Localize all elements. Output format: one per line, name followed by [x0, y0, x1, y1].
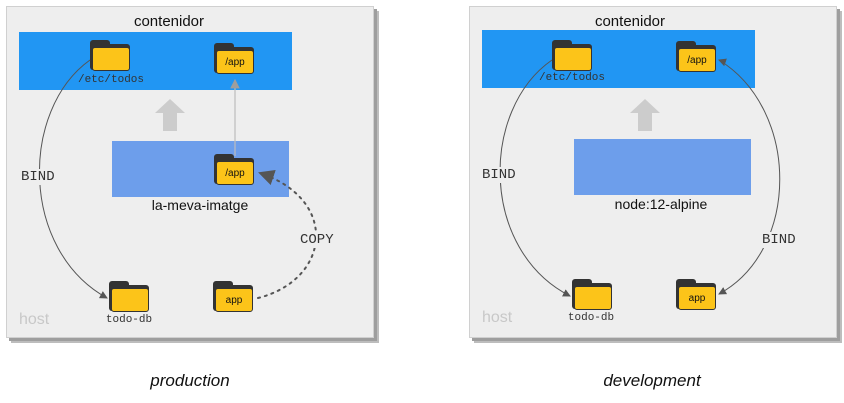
copy-label: COPY — [300, 232, 334, 248]
bind-label-left: BIND — [482, 167, 516, 183]
folder-label-etc-todos: /etc/todos — [77, 74, 144, 86]
caption-production: production — [150, 371, 230, 390]
folder-label-todo-db: todo-db — [105, 314, 153, 326]
folder-label-app: /app — [216, 50, 254, 74]
folder-icon — [109, 281, 151, 313]
folder-label-todo-db: todo-db — [567, 312, 615, 324]
folder-icon: /app — [214, 154, 256, 186]
image-band — [112, 141, 289, 197]
bind-label-right: BIND — [762, 232, 796, 248]
folder-icon: /app — [676, 41, 718, 73]
folder-icon: app — [676, 279, 718, 311]
image-label: node:12-alpine — [614, 196, 708, 212]
up-arrow — [155, 99, 185, 131]
folder-label-host-app: app — [678, 286, 716, 310]
host-label: host — [19, 311, 50, 328]
container-title: contenidor — [133, 13, 205, 30]
folder-icon: app — [213, 281, 255, 313]
caption-development: development — [603, 371, 701, 390]
folder-icon — [552, 40, 594, 72]
up-arrow — [630, 99, 660, 131]
image-label: la-meva-imatge — [151, 197, 249, 213]
folder-label-host-app: app — [215, 288, 253, 312]
folder-label-app: /app — [678, 48, 716, 72]
folder-icon — [572, 279, 614, 311]
folder-icon — [90, 40, 132, 72]
image-band — [574, 139, 751, 195]
folder-icon: /app — [214, 43, 256, 75]
host-label: host — [482, 309, 513, 326]
folder-label-etc-todos: /etc/todos — [538, 72, 605, 84]
folder-label-image-app: /app — [216, 161, 254, 185]
bind-label: BIND — [21, 169, 55, 185]
container-title: contenidor — [594, 13, 666, 30]
